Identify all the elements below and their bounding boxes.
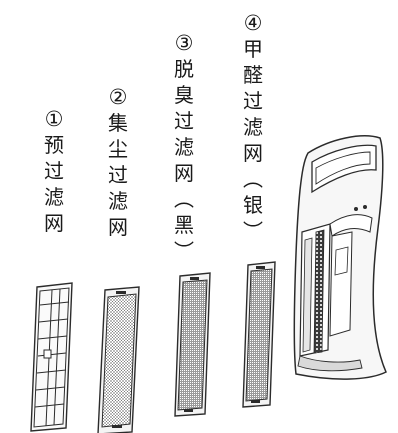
dust-filter-panel-icon <box>97 286 140 433</box>
label-char: 滤 <box>174 135 194 159</box>
label-number: ① <box>44 107 64 131</box>
label-char: ︶ <box>174 239 194 263</box>
air-purifier-unit-icon <box>293 135 387 380</box>
deodorizing-filter-panel-icon <box>174 272 211 417</box>
label-char: 滤 <box>44 185 64 209</box>
label-char: 滤 <box>108 189 128 213</box>
label-char: 网 <box>44 211 64 235</box>
label-char: 滤 <box>243 115 263 139</box>
label-char: 尘 <box>108 137 128 161</box>
label-char: 预 <box>44 133 64 157</box>
label-dust-filter: ② 集 尘 过 滤 网 <box>108 84 128 240</box>
label-char: 网 <box>108 215 128 239</box>
formaldehyde-filter-panel-icon <box>242 261 276 408</box>
label-char: ︵ <box>174 187 194 211</box>
label-char: 过 <box>243 89 263 113</box>
label-char: 过 <box>108 163 128 187</box>
label-char: 银 <box>243 193 263 217</box>
label-formaldehyde-filter: ④ 甲 醛 过 滤 网 ︵ 银 ︶ <box>243 10 263 244</box>
label-char: 集 <box>108 111 128 135</box>
label-number: ④ <box>243 11 263 35</box>
label-char: ︵ <box>243 167 263 191</box>
label-number: ③ <box>174 31 194 55</box>
label-char: 网 <box>243 141 263 165</box>
label-char: ︶ <box>243 219 263 243</box>
pre-filter-panel-icon <box>30 282 73 432</box>
label-char: 黑 <box>174 213 194 237</box>
label-char: 过 <box>44 159 64 183</box>
label-char: 网 <box>174 161 194 185</box>
label-char: 脱 <box>174 57 194 81</box>
label-pre-filter: ① 预 过 滤 网 <box>44 106 64 236</box>
label-char: 过 <box>174 109 194 133</box>
label-char: 臭 <box>174 83 194 107</box>
label-char: 醛 <box>243 63 263 87</box>
label-number: ② <box>108 85 128 109</box>
label-deodorizing-filter: ③ 脱 臭 过 滤 网 ︵ 黑 ︶ <box>174 30 194 264</box>
label-char: 甲 <box>243 37 263 61</box>
